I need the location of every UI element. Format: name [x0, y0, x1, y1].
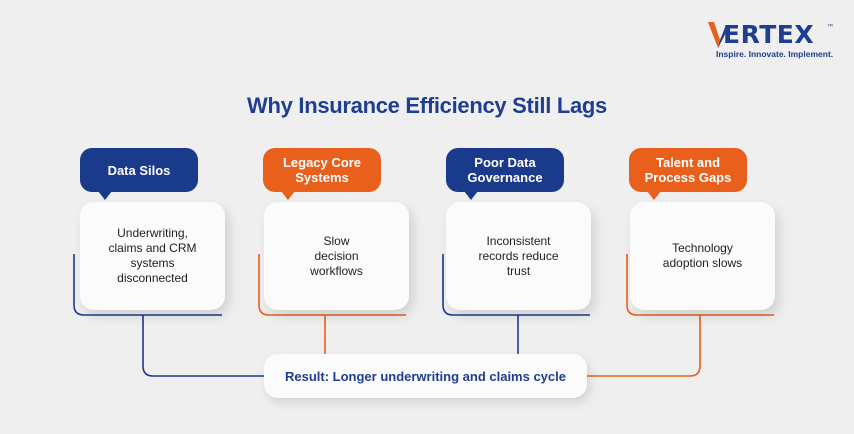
- vertex-logo: ERTEX ™ Inspire. Innovate. Implement.: [708, 18, 838, 62]
- card-data-silos: Underwriting, claims and CRM systems dis…: [80, 202, 225, 310]
- label-data-silos: Data Silos: [80, 148, 198, 200]
- bracket-data-silos: [73, 254, 222, 316]
- bracket-legacy-core: [258, 254, 406, 316]
- page-title: Why Insurance Efficiency Still Lags: [247, 93, 607, 118]
- bracket-talent-gaps: [626, 254, 774, 316]
- connector-talent-gaps: [587, 315, 701, 377]
- vertex-v-icon: [708, 22, 730, 48]
- label-poor-data-governance: Poor Data Governance: [446, 148, 564, 200]
- connector-data-silos: [142, 315, 264, 377]
- logo-trademark: ™: [827, 24, 833, 30]
- card-talent-process-gaps: Technology adoption slows: [630, 202, 775, 310]
- card-legacy-core-systems: Slow decision workflows: [264, 202, 409, 310]
- card-poor-data-governance: Inconsistent records reduce trust: [446, 202, 591, 310]
- label-legacy-core-systems: Legacy Core Systems: [263, 148, 381, 200]
- logo-wordmark: ERTEX: [723, 20, 815, 49]
- result-box: Result: Longer underwriting and claims c…: [264, 354, 587, 398]
- bracket-poor-governance: [442, 254, 590, 316]
- logo-tagline: Inspire. Innovate. Implement.: [716, 49, 834, 59]
- label-talent-process-gaps: Talent and Process Gaps: [629, 148, 747, 200]
